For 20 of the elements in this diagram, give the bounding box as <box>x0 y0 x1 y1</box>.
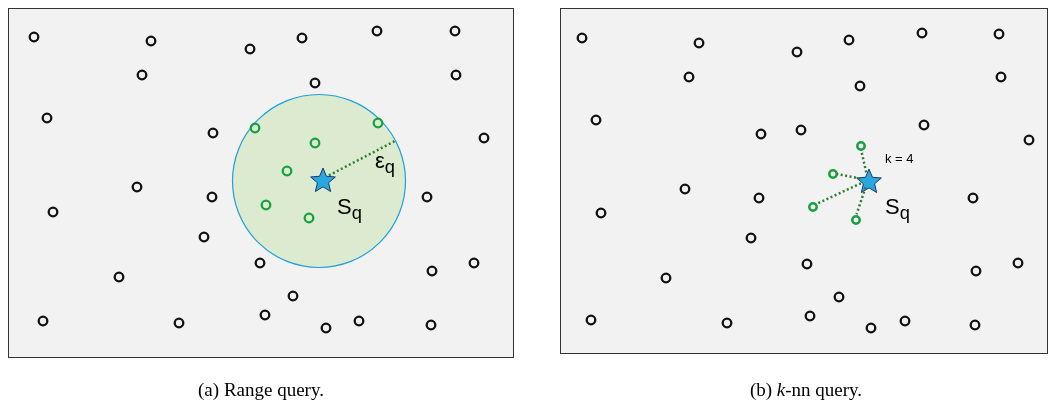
star-marker <box>856 168 882 194</box>
panel <box>560 8 1048 354</box>
dotted-line <box>859 149 868 173</box>
point-label: S$_{q}$ <box>885 196 910 223</box>
neighbor-point <box>808 202 818 212</box>
panel-label: (a) Range query. <box>198 380 324 399</box>
dotted-line <box>816 182 862 206</box>
dotted-line <box>836 172 861 180</box>
panel <box>8 8 514 358</box>
panel-label: (b) k-nn query. <box>749 380 863 399</box>
edge-label: ε$_{q}$ <box>375 150 395 177</box>
point-label: k = 4 <box>885 152 914 165</box>
range-circle <box>232 94 406 268</box>
neighbor-point <box>828 169 838 179</box>
dotted-line <box>328 139 397 177</box>
neighbor-point <box>856 141 866 151</box>
star-marker <box>310 167 336 193</box>
neighbor-point <box>851 215 861 225</box>
point-label: S$_{q}$ <box>337 196 362 223</box>
dotted-line <box>855 187 867 215</box>
